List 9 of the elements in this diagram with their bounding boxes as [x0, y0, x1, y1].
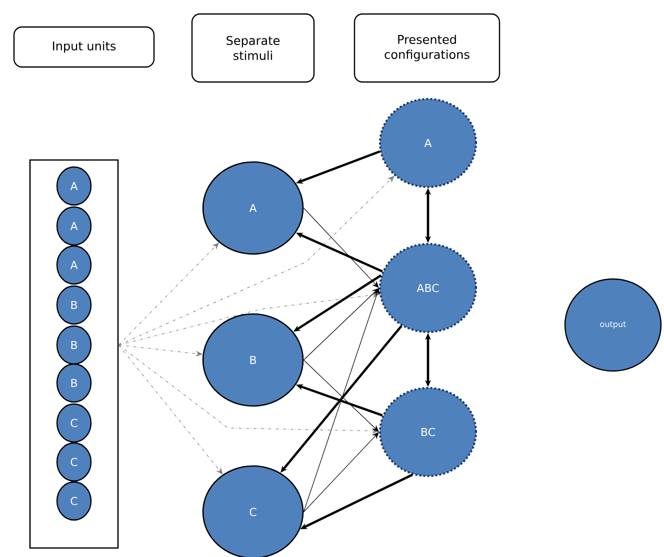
label-box: Separate stimuli — [191, 13, 315, 83]
arrow — [303, 288, 380, 512]
label-box: Presented configurations — [354, 13, 500, 83]
label-box: Input units — [13, 26, 155, 68]
arrow — [303, 432, 379, 512]
arrow — [303, 288, 379, 360]
input-units-panel — [29, 159, 119, 549]
arrow — [303, 208, 379, 288]
arrow — [303, 360, 379, 432]
